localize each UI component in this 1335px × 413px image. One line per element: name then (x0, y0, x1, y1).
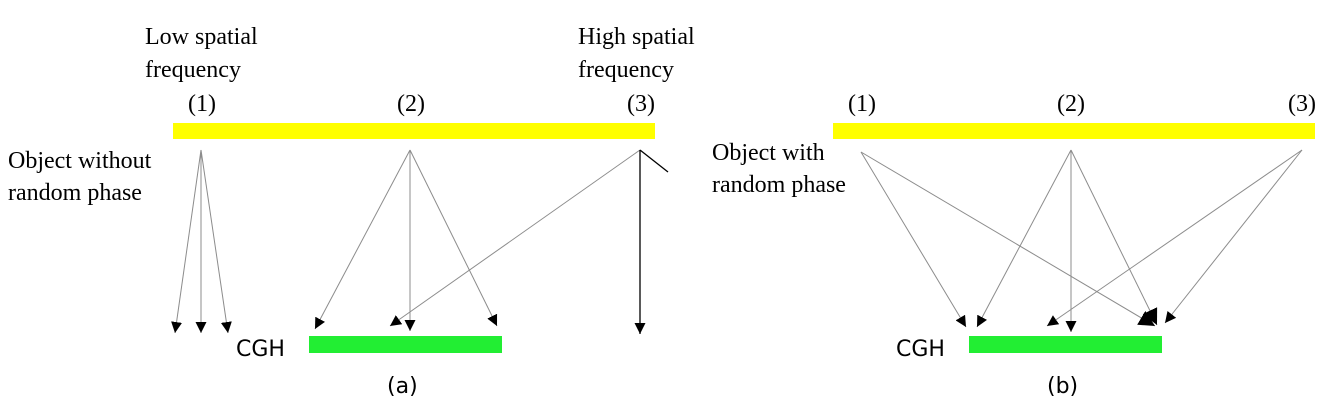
point-label-1: (1) (188, 91, 216, 117)
point-label-2: (2) (397, 91, 425, 117)
object-bar (833, 123, 1315, 139)
point-label-2: (2) (1057, 91, 1085, 117)
ray-1-to-left (860, 151, 967, 328)
point-label-1: (1) (848, 91, 876, 117)
low-frequency-label-line1: Low spatial (145, 24, 258, 50)
ray-1-right (200, 149, 232, 334)
object-label-line1: Object with (712, 140, 825, 166)
low-frequency-label-line2: frequency (145, 57, 241, 83)
high-frequency-label-line1: High spatial (578, 24, 695, 50)
ray-1-to-right (860, 151, 1156, 327)
high-frequency-label-line2: frequency (578, 57, 674, 83)
ray-3-right (1164, 149, 1303, 324)
object-bar (173, 123, 655, 139)
ray-3-diagonal (1046, 149, 1303, 327)
cgh-bar (969, 336, 1162, 353)
caption-b: (b) (1047, 374, 1078, 399)
object-label-line2: random phase (8, 180, 142, 206)
ray-3-short (639, 149, 669, 173)
cgh-label: CGH (236, 337, 285, 362)
ray-2-right (1070, 149, 1158, 326)
cgh-label: CGH (896, 337, 945, 362)
ray-2-left (314, 149, 411, 330)
caption-a: (a) (387, 374, 418, 399)
panel-a: Low spatial frequency High spatial frequ… (8, 24, 695, 399)
ray-2-right (409, 149, 498, 327)
point-label-3: (3) (627, 91, 655, 117)
point-label-3: (3) (1288, 91, 1316, 117)
ray-2-left (976, 149, 1072, 328)
object-label-line1: Object without (8, 148, 152, 174)
object-label-line2: random phase (712, 172, 846, 198)
ray-1-left (171, 149, 202, 334)
cgh-bar (309, 336, 502, 353)
panel-b: (1) (2) (3) Object with random phase CGH… (712, 91, 1316, 399)
ray-3-diagonal (389, 149, 641, 327)
